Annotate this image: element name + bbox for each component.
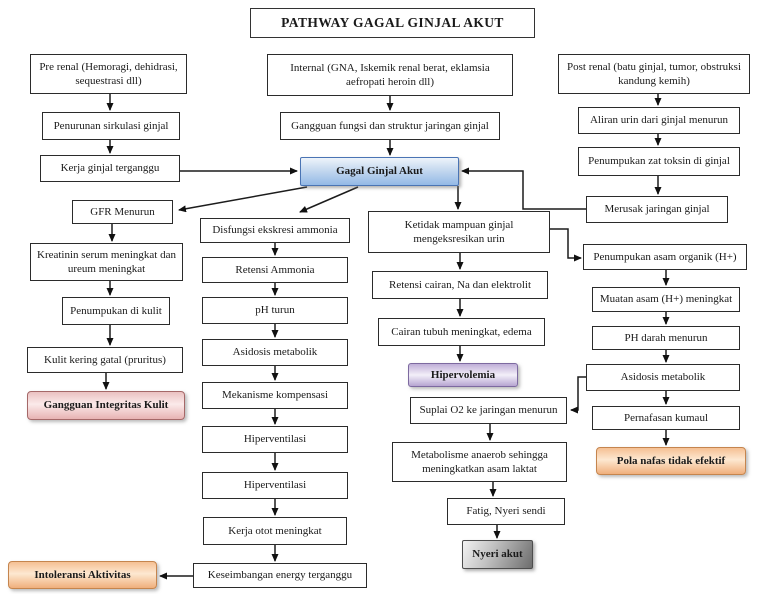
node-retensi-cairan: Retensi cairan, Na dan elektrolit (372, 271, 548, 299)
node-cairan-tubuh: Cairan tubuh meningkat, edema (378, 318, 545, 346)
node-post-renal: Post renal (batu ginjal, tumor, obstruks… (558, 54, 750, 94)
node-ph-darah: PH darah menurun (592, 326, 740, 350)
node-hipervolemia: Hipervolemia (408, 363, 518, 387)
node-nyeri-akut: Nyeri akut (462, 540, 533, 569)
node-suplai-o2: Suplai O2 ke jaringan menurun (410, 397, 567, 424)
node-ph-turun: pH turun (202, 297, 348, 324)
node-asidosis-metabolik-b: Asidosis metabolik (202, 339, 348, 366)
node-kulit-kering: Kulit kering gatal (pruritus) (27, 347, 183, 373)
node-penumpukan-toksin: Penumpukan zat toksin di ginjal (578, 147, 740, 176)
node-penumpukan-kulit: Penumpukan di kulit (62, 297, 170, 325)
node-kerja-ginjal: Kerja ginjal terganggu (40, 155, 180, 182)
arrow-gga-to-gfr (178, 186, 308, 213)
arrow-asidosis-to-suplai (570, 376, 586, 414)
node-mekanisme-kompensasi: Mekanisme kompensasi (202, 382, 348, 409)
node-intoleransi-aktivitas: Intoleransi Aktivitas (8, 561, 157, 589)
node-muatan-asam: Muatan asam (H+) meningkat (592, 287, 740, 312)
node-retensi-ammonia: Retensi Ammonia (202, 257, 348, 283)
node-disfungsi-ekskresi: Disfungsi ekskresi ammonia (200, 218, 350, 243)
node-gfr-menurun: GFR Menurun (72, 200, 173, 224)
node-ketidak-mampuan: Ketidak mampuan ginjal mengeksresikan ur… (368, 211, 550, 253)
node-pola-nafas: Pola nafas tidak efektif (596, 447, 746, 475)
node-penumpukan-asam: Penumpukan asam organik (H+) (583, 244, 747, 270)
node-hiperventilasi-1: Hiperventilasi (202, 426, 348, 453)
node-keseimbangan-energy: Keseimbangan energy terganggu (193, 563, 367, 588)
page-title: PATHWAY GAGAL GINJAL AKUT (250, 8, 535, 38)
node-pre-renal: Pre renal (Hemoragi, dehidrasi, sequestr… (30, 54, 187, 94)
node-aliran-urin: Aliran urin dari ginjal menurun (578, 107, 740, 134)
node-metabolisme-anaerob: Metabolisme anaerob sehingga meningkatka… (392, 442, 567, 482)
node-kerja-otot: Kerja otot meningkat (203, 517, 347, 545)
node-asidosis-metabolik-d: Asidosis metabolik (586, 364, 740, 391)
node-gagal-ginjal-akut: Gagal Ginjal Akut (300, 157, 459, 186)
arrow-gga-to-disfungsi (299, 186, 359, 213)
node-internal: Internal (GNA, Iskemik renal berat, ekla… (267, 54, 513, 96)
node-kreatinin: Kreatinin serum meningkat dan ureum meni… (30, 243, 183, 281)
node-gangguan-fungsi: Gangguan fungsi dan struktur jaringan gi… (280, 112, 500, 140)
arrow-merusak-to-gga (461, 167, 586, 210)
node-fatig: Fatig, Nyeri sendi (447, 498, 565, 525)
node-pernafasan-kumaul: Pernafasan kumaul (592, 406, 740, 430)
node-penurunan-sirkulasi: Penurunan sirkulasi ginjal (42, 112, 180, 140)
node-merusak-jaringan: Merusak jaringan ginjal (586, 196, 728, 223)
node-hiperventilasi-2: Hiperventilasi (202, 472, 348, 499)
arrow-ketidak-to-penumpukan-asam (550, 228, 582, 262)
node-gangguan-integritas-kulit: Gangguan Integritas Kulit (27, 391, 185, 420)
